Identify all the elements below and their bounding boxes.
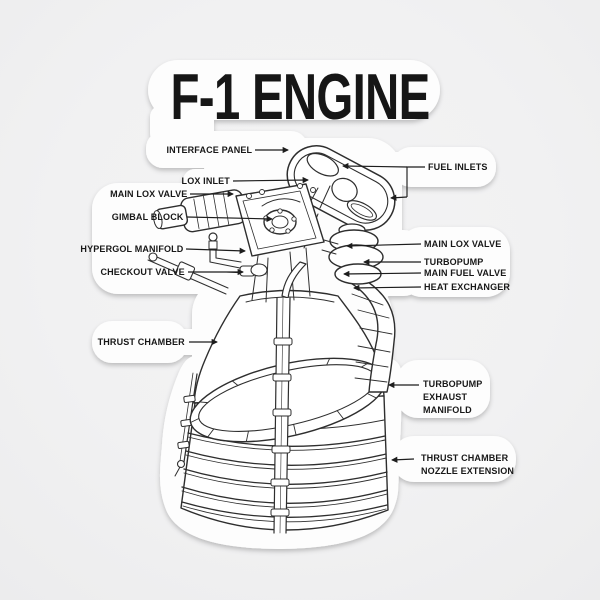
leader-thrust-chamber-nozzle-extension xyxy=(391,456,415,463)
label-lox-inlet: LOX INLET xyxy=(181,176,230,187)
leader-lox-inlet xyxy=(232,176,309,184)
leader-lines xyxy=(185,146,425,463)
leader-fuel-inlet-top xyxy=(342,162,408,170)
strut-coupler xyxy=(174,261,196,281)
gimbal-block-drawing xyxy=(235,183,325,257)
label-checkout-valve: CHECKOUT VALVE xyxy=(100,267,185,278)
leader-hypergol-manifold xyxy=(185,247,246,254)
label-gimbal-block: GIMBAL BLOCK xyxy=(112,212,184,223)
leader-gimbal-block xyxy=(186,215,273,223)
leader-main-fuel-valve xyxy=(343,270,422,278)
label-thrust-chamber-nozzle-extension: THRUST CHAMBER NOZZLE EXTENSION xyxy=(421,453,515,477)
label-fuel-inlets: FUEL INLETS xyxy=(428,162,488,173)
label-main-fuel-valve: MAIN FUEL VALVE xyxy=(424,268,507,279)
heat-exchanger-duct xyxy=(345,277,396,393)
label-heat-exchanger: HEAT EXCHANGER xyxy=(424,282,511,293)
turbopump-drawing xyxy=(321,223,384,285)
label-turbopump-exhaust-manifold: TURBOPUMP EXHAUST MANIFOLD xyxy=(423,379,483,416)
leader-main-lox-valve-right xyxy=(346,242,422,250)
label-turbopump: TURBOPUMP xyxy=(424,257,484,268)
label-hypergol-manifold: HYPERGOL MANIFOLD xyxy=(79,244,183,255)
strut-end-fitting xyxy=(148,252,158,262)
label-main-lox-valve-right: MAIN LOX VALVE xyxy=(424,239,502,250)
hypergol-manifold-drawing xyxy=(208,232,242,269)
interface-panel-drawing xyxy=(286,145,396,231)
leader-heat-exchanger xyxy=(353,284,422,292)
label-interface-panel: INTERFACE PANEL xyxy=(166,145,252,156)
leader-fuel-inlet-bottom xyxy=(390,194,408,201)
fuel-line-pipe xyxy=(270,261,307,534)
label-thrust-chamber: THRUST CHAMBER xyxy=(97,337,185,348)
sticker-title: F-1 ENGINE xyxy=(170,60,431,133)
label-main-lox-valve-left: MAIN LOX VALVE xyxy=(109,189,187,200)
